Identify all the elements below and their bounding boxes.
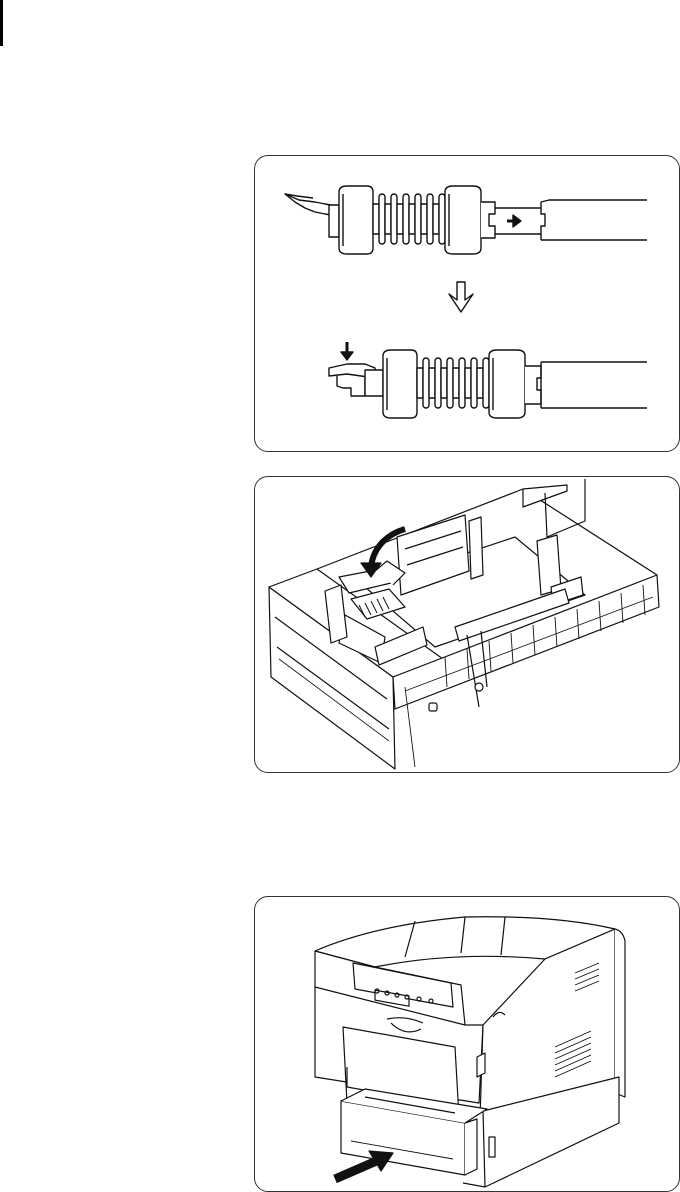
figure-roller-install [254, 155, 680, 452]
roller-assembly-illustration [255, 156, 680, 452]
figure-insert-tray [254, 896, 680, 1192]
paper-tray-illustration [255, 477, 680, 773]
page-edge-marker [0, 0, 3, 46]
printer-illustration [255, 897, 680, 1192]
figure-roller-in-tray [254, 476, 680, 773]
